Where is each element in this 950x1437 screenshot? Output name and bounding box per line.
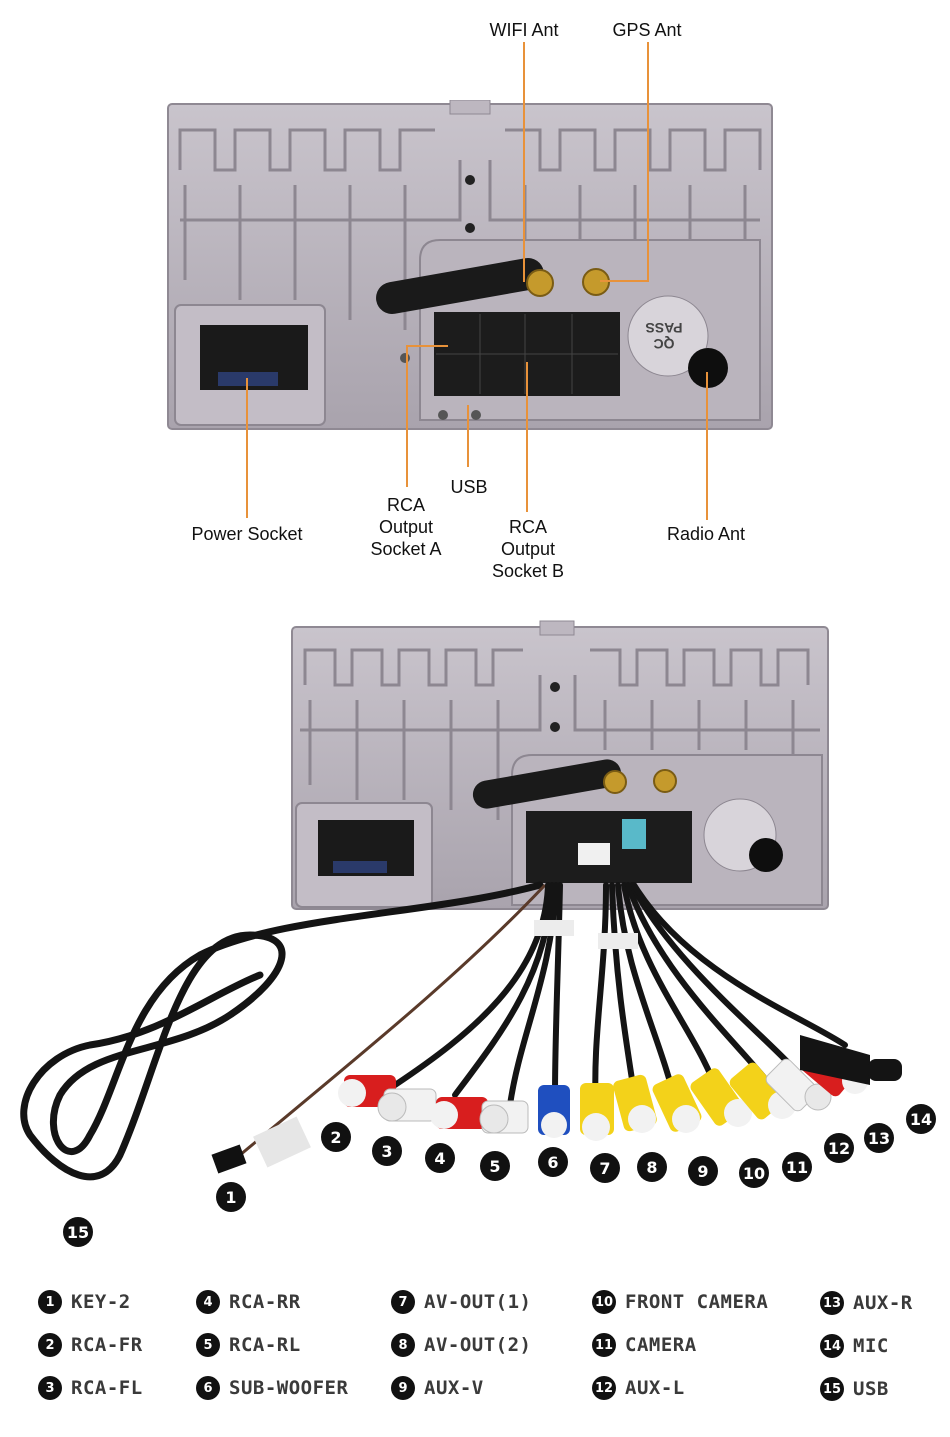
label-rca-b-line3: Socket B [491, 561, 565, 581]
badge-8: 8 [637, 1152, 667, 1182]
rca-plug-av1 [580, 1083, 614, 1141]
callout-line-radio [706, 372, 708, 520]
legend-text-10: FRONT CAMERA [625, 1291, 769, 1313]
badge-3: 3 [372, 1136, 402, 1166]
badge-1: 1 [216, 1182, 246, 1212]
callout-line-rca-a-h [406, 345, 448, 347]
rca-plug-av2 [613, 1074, 657, 1133]
label-rca-output-a: RCA Output Socket A [355, 494, 457, 560]
badge-13: 13 [864, 1123, 894, 1153]
legend-num-11: 11 [592, 1333, 616, 1357]
callout-line-rca-a [406, 345, 408, 487]
callout-line-rca-b [526, 362, 528, 512]
rca-plugs [338, 1035, 902, 1141]
rca-plug-sub [538, 1085, 570, 1138]
legend-text-2: RCA-FR [71, 1334, 143, 1356]
legend-text-12: AUX-L [625, 1377, 685, 1399]
legend-text-13: AUX-R [853, 1292, 913, 1314]
head-unit-rear-top [167, 100, 773, 430]
legend-text-7: AV-OUT(1) [424, 1291, 532, 1313]
callout-line-wifi [523, 42, 525, 282]
legend-text-4: RCA-RR [229, 1291, 301, 1313]
legend-num-5: 5 [196, 1333, 220, 1357]
label-power-socket: Power Socket [191, 524, 303, 544]
legend-item-6: 6 SUB-WOOFER [196, 1374, 348, 1402]
legend-item-5: 5 RCA-RL [196, 1331, 301, 1359]
callout-line-gps [647, 42, 649, 282]
legend-item-4: 4 RCA-RR [196, 1288, 301, 1316]
legend-num-2: 2 [38, 1333, 62, 1357]
legend-num-14: 14 [820, 1334, 844, 1358]
legend-num-4: 4 [196, 1290, 220, 1314]
legend-num-8: 8 [391, 1333, 415, 1357]
rca-plug-rr [430, 1097, 488, 1129]
legend-num-9: 9 [391, 1376, 415, 1400]
legend-item-3: 3 RCA-FL [38, 1374, 143, 1402]
qc-mark: QC [653, 336, 675, 352]
callout-line-gps-h [600, 280, 649, 282]
legend-item-13: 13 AUX-R [820, 1289, 913, 1317]
legend-text-15: USB [853, 1378, 889, 1400]
legend-text-6: SUB-WOOFER [229, 1377, 349, 1399]
qc-pass-mark: QC PASS [634, 320, 694, 352]
rca-plug-aux-l [765, 1058, 832, 1112]
label-rca-b-line1: RCA [508, 517, 547, 537]
label-rca-a-line3: Socket A [370, 539, 442, 559]
label-rca-a-line1: RCA [386, 495, 425, 515]
rca-plug-fl [377, 1088, 437, 1122]
legend-num-3: 3 [38, 1376, 62, 1400]
badge-5: 5 [480, 1151, 510, 1181]
legend-item-14: 14 MIC [820, 1332, 889, 1360]
legend-item-9: 9 AUX-V [391, 1374, 484, 1402]
badge-12: 12 [824, 1133, 854, 1163]
badge-6: 6 [538, 1147, 568, 1177]
badge-2: 2 [321, 1122, 351, 1152]
legend-item-2: 2 RCA-FR [38, 1331, 143, 1359]
legend-item-12: 12 AUX-L [592, 1374, 685, 1402]
rca-plug-front-cam [690, 1068, 752, 1127]
legend-num-10: 10 [592, 1290, 616, 1314]
legend-num-6: 6 [196, 1376, 220, 1400]
head-unit-rear-with-harness [20, 620, 902, 1181]
legend-item-7: 7 AV-OUT(1) [391, 1288, 531, 1316]
label-usb: USB [450, 477, 488, 497]
legend-text-5: RCA-RL [229, 1334, 301, 1356]
rca-plug-rl [479, 1100, 529, 1134]
legend-text-8: AV-OUT(2) [424, 1334, 532, 1356]
label-gps-ant: GPS Ant [612, 20, 682, 40]
rca-plug-auxv [652, 1074, 702, 1133]
callout-line-usb [467, 405, 469, 467]
legend-text-11: CAMERA [625, 1334, 697, 1356]
legend-text-3: RCA-FL [71, 1377, 143, 1399]
legend-item-10: 10 FRONT CAMERA [592, 1288, 768, 1316]
badge-11: 11 [782, 1152, 812, 1182]
callout-line-power [246, 378, 248, 518]
legend-item-1: 1 KEY-2 [38, 1288, 131, 1316]
pass-mark: PASS [645, 320, 683, 336]
legend-text-1: KEY-2 [71, 1291, 131, 1313]
label-rca-output-b: RCA Output Socket B [477, 516, 579, 582]
legend-num-12: 12 [592, 1376, 616, 1400]
legend-text-9: AUX-V [424, 1377, 484, 1399]
label-rca-a-line2: Output [378, 517, 434, 537]
legend-num-7: 7 [391, 1290, 415, 1314]
legend-num-1: 1 [38, 1290, 62, 1314]
legend-item-11: 11 CAMERA [592, 1331, 697, 1359]
legend-item-15: 15 USB [820, 1375, 889, 1403]
legend-num-13: 13 [820, 1291, 844, 1315]
badge-10: 10 [739, 1158, 769, 1188]
label-radio-ant: Radio Ant [666, 524, 746, 544]
badge-4: 4 [425, 1143, 455, 1173]
mic-jack [800, 1035, 902, 1085]
label-wifi-ant: WIFI Ant [489, 20, 559, 40]
label-rca-b-line2: Output [500, 539, 556, 559]
badge-14: 14 [906, 1104, 936, 1134]
legend-num-15: 15 [820, 1377, 844, 1401]
badge-9: 9 [688, 1156, 718, 1186]
legend-item-8: 8 AV-OUT(2) [391, 1331, 531, 1359]
legend-text-14: MIC [853, 1335, 889, 1357]
badge-15: 15 [63, 1217, 93, 1247]
badge-7: 7 [590, 1153, 620, 1183]
